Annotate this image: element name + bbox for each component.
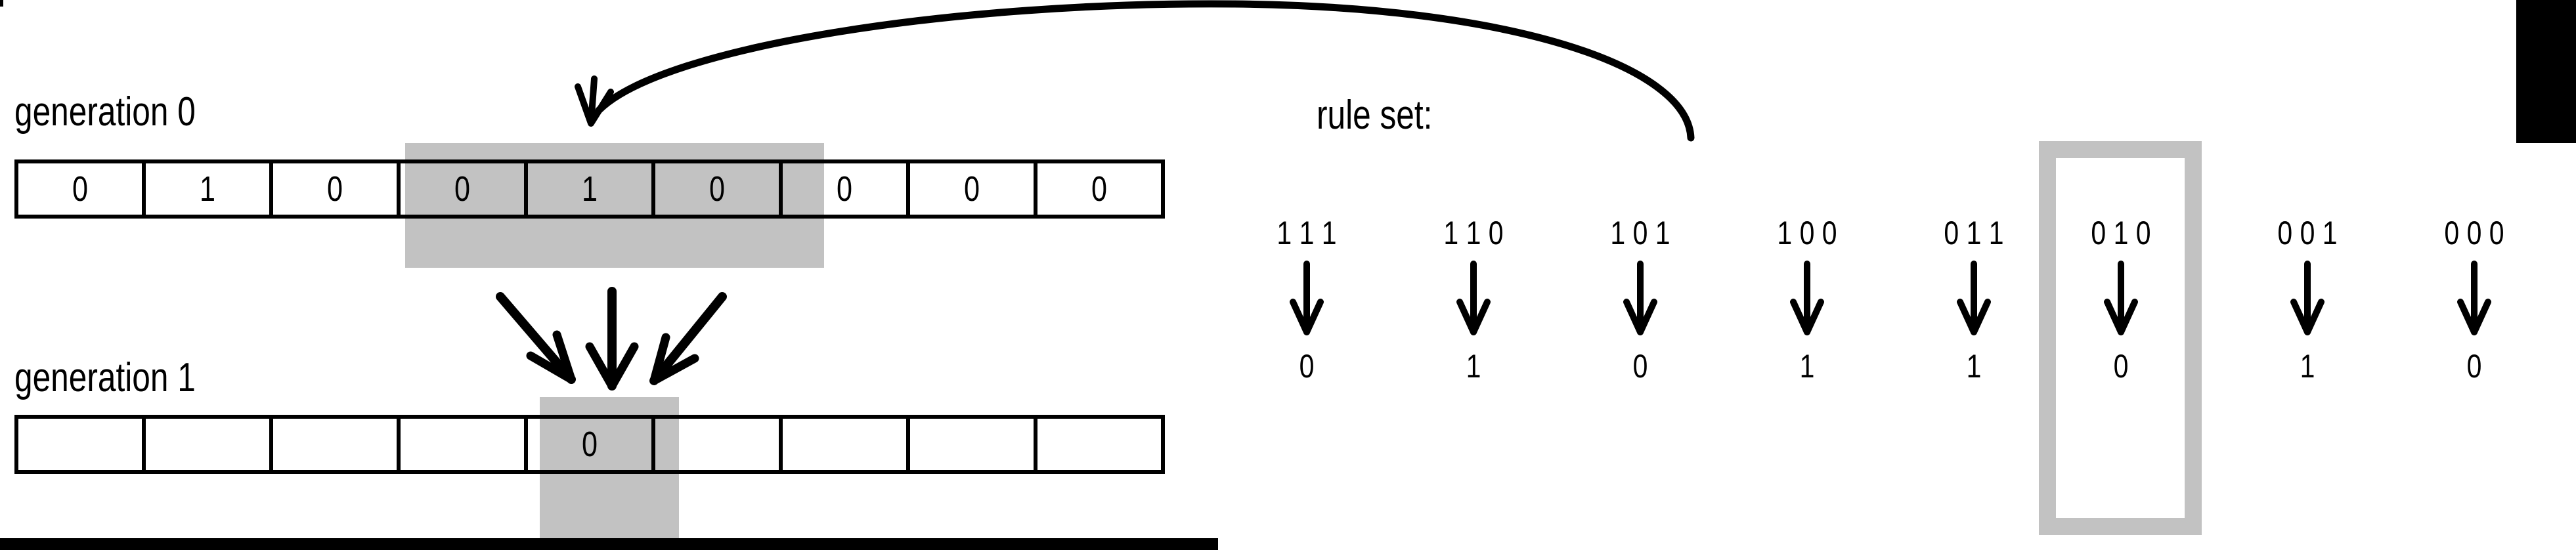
down-arrow-icon bbox=[1957, 261, 1991, 335]
generation-1-strip: 0 bbox=[14, 415, 1165, 474]
converging-arrows-icon bbox=[496, 287, 727, 391]
rule-output-6: 1 bbox=[2300, 348, 2315, 385]
down-arrow-icon bbox=[2104, 261, 2138, 335]
gen0-cell-2-value: 0 bbox=[326, 169, 343, 209]
rule-output-3: 1 bbox=[1799, 348, 1815, 385]
gen0-cell-7-value: 0 bbox=[963, 169, 980, 209]
gen0-cell-5[interactable]: 0 bbox=[651, 159, 783, 219]
rule-set-label: rule set: bbox=[1317, 93, 1433, 138]
gen0-cell-1[interactable]: 1 bbox=[142, 159, 273, 219]
left-edge-black-strip bbox=[0, 0, 3, 7]
down-arrow-icon bbox=[1790, 261, 1824, 335]
rule-output-1: 1 bbox=[1466, 348, 1481, 385]
rule-output-4: 1 bbox=[1966, 348, 1982, 385]
rule-output-0: 0 bbox=[1299, 348, 1315, 385]
rule-pattern-6: 0 0 1 bbox=[2277, 215, 2338, 251]
gen1-cell-6[interactable] bbox=[779, 415, 910, 474]
rule-column-2[interactable]: 1 0 1 0 bbox=[1578, 217, 1703, 383]
rule-pattern-4: 0 1 1 bbox=[1944, 215, 2004, 251]
rule-column-6[interactable]: 0 0 1 1 bbox=[2245, 217, 2370, 383]
top-right-black-block bbox=[2516, 0, 2576, 143]
gen0-cell-4[interactable]: 1 bbox=[524, 159, 655, 219]
gen0-cell-5-value: 0 bbox=[709, 169, 726, 209]
generation0-highlight-mark bbox=[405, 143, 824, 268]
down-arrow-icon bbox=[2457, 261, 2491, 335]
gen0-cell-1-value: 1 bbox=[199, 169, 216, 209]
gen1-cell-5[interactable] bbox=[651, 415, 783, 474]
down-arrow-icon bbox=[1456, 261, 1491, 335]
bottom-black-bar bbox=[0, 538, 1218, 550]
rule-pattern-2: 1 0 1 bbox=[1610, 215, 1670, 251]
down-arrow-icon bbox=[1290, 261, 1324, 335]
generation-0-strip: 0 1 0 0 1 0 0 0 0 bbox=[14, 159, 1165, 219]
rule-column-1[interactable]: 1 1 0 1 bbox=[1411, 217, 1536, 383]
gen0-cell-3[interactable]: 0 bbox=[397, 159, 528, 219]
gen1-cell-7[interactable] bbox=[906, 415, 1037, 474]
gen1-cell-3[interactable] bbox=[397, 415, 528, 474]
rule-column-7[interactable]: 0 0 0 0 bbox=[2412, 217, 2537, 383]
gen1-cell-8[interactable] bbox=[1034, 415, 1165, 474]
rule-column-0[interactable]: 1 1 1 0 bbox=[1244, 217, 1369, 383]
rule-column-4[interactable]: 0 1 1 1 bbox=[1911, 217, 2036, 383]
gen1-cell-0[interactable] bbox=[14, 415, 146, 474]
gen0-cell-0-value: 0 bbox=[72, 169, 89, 209]
gen0-cell-6[interactable]: 0 bbox=[779, 159, 910, 219]
rule-pattern-5: 0 1 0 bbox=[2091, 215, 2151, 251]
gen0-cell-6-value: 0 bbox=[836, 169, 853, 209]
rule-pattern-1: 1 1 0 bbox=[1443, 215, 1504, 251]
rule-output-5: 0 bbox=[2113, 348, 2129, 385]
rule-output-2: 0 bbox=[1632, 348, 1648, 385]
ruleset-highlight-box bbox=[2039, 141, 2202, 535]
gen0-cell-7[interactable]: 0 bbox=[906, 159, 1037, 219]
rule-pattern-3: 1 0 0 bbox=[1777, 215, 1837, 251]
gen0-cell-2[interactable]: 0 bbox=[269, 159, 401, 219]
gen0-cell-8-value: 0 bbox=[1091, 169, 1108, 209]
down-arrow-icon bbox=[2290, 261, 2325, 335]
gen1-cell-2[interactable] bbox=[269, 415, 401, 474]
down-arrow-icon bbox=[1623, 261, 1657, 335]
rule-pattern-0: 1 1 1 bbox=[1277, 215, 1337, 251]
rule-pattern-7: 0 0 0 bbox=[2444, 215, 2504, 251]
gen1-cell-4[interactable]: 0 bbox=[524, 415, 655, 474]
generation-1-label: generation 1 bbox=[14, 355, 196, 400]
gen0-cell-8[interactable]: 0 bbox=[1034, 159, 1165, 219]
gen0-cell-0[interactable]: 0 bbox=[14, 159, 146, 219]
rule-column-5[interactable]: 0 1 0 0 bbox=[2059, 217, 2183, 383]
rule-output-7: 0 bbox=[2466, 348, 2482, 385]
gen0-cell-3-value: 0 bbox=[454, 169, 471, 209]
generation1-highlight-mark bbox=[540, 397, 679, 538]
gen1-cell-4-value: 0 bbox=[581, 425, 598, 464]
generation-0-label: generation 0 bbox=[14, 89, 196, 135]
gen1-cell-1[interactable] bbox=[142, 415, 273, 474]
gen0-cell-4-value: 1 bbox=[581, 169, 598, 209]
rule-column-3[interactable]: 1 0 0 1 bbox=[1745, 217, 1869, 383]
